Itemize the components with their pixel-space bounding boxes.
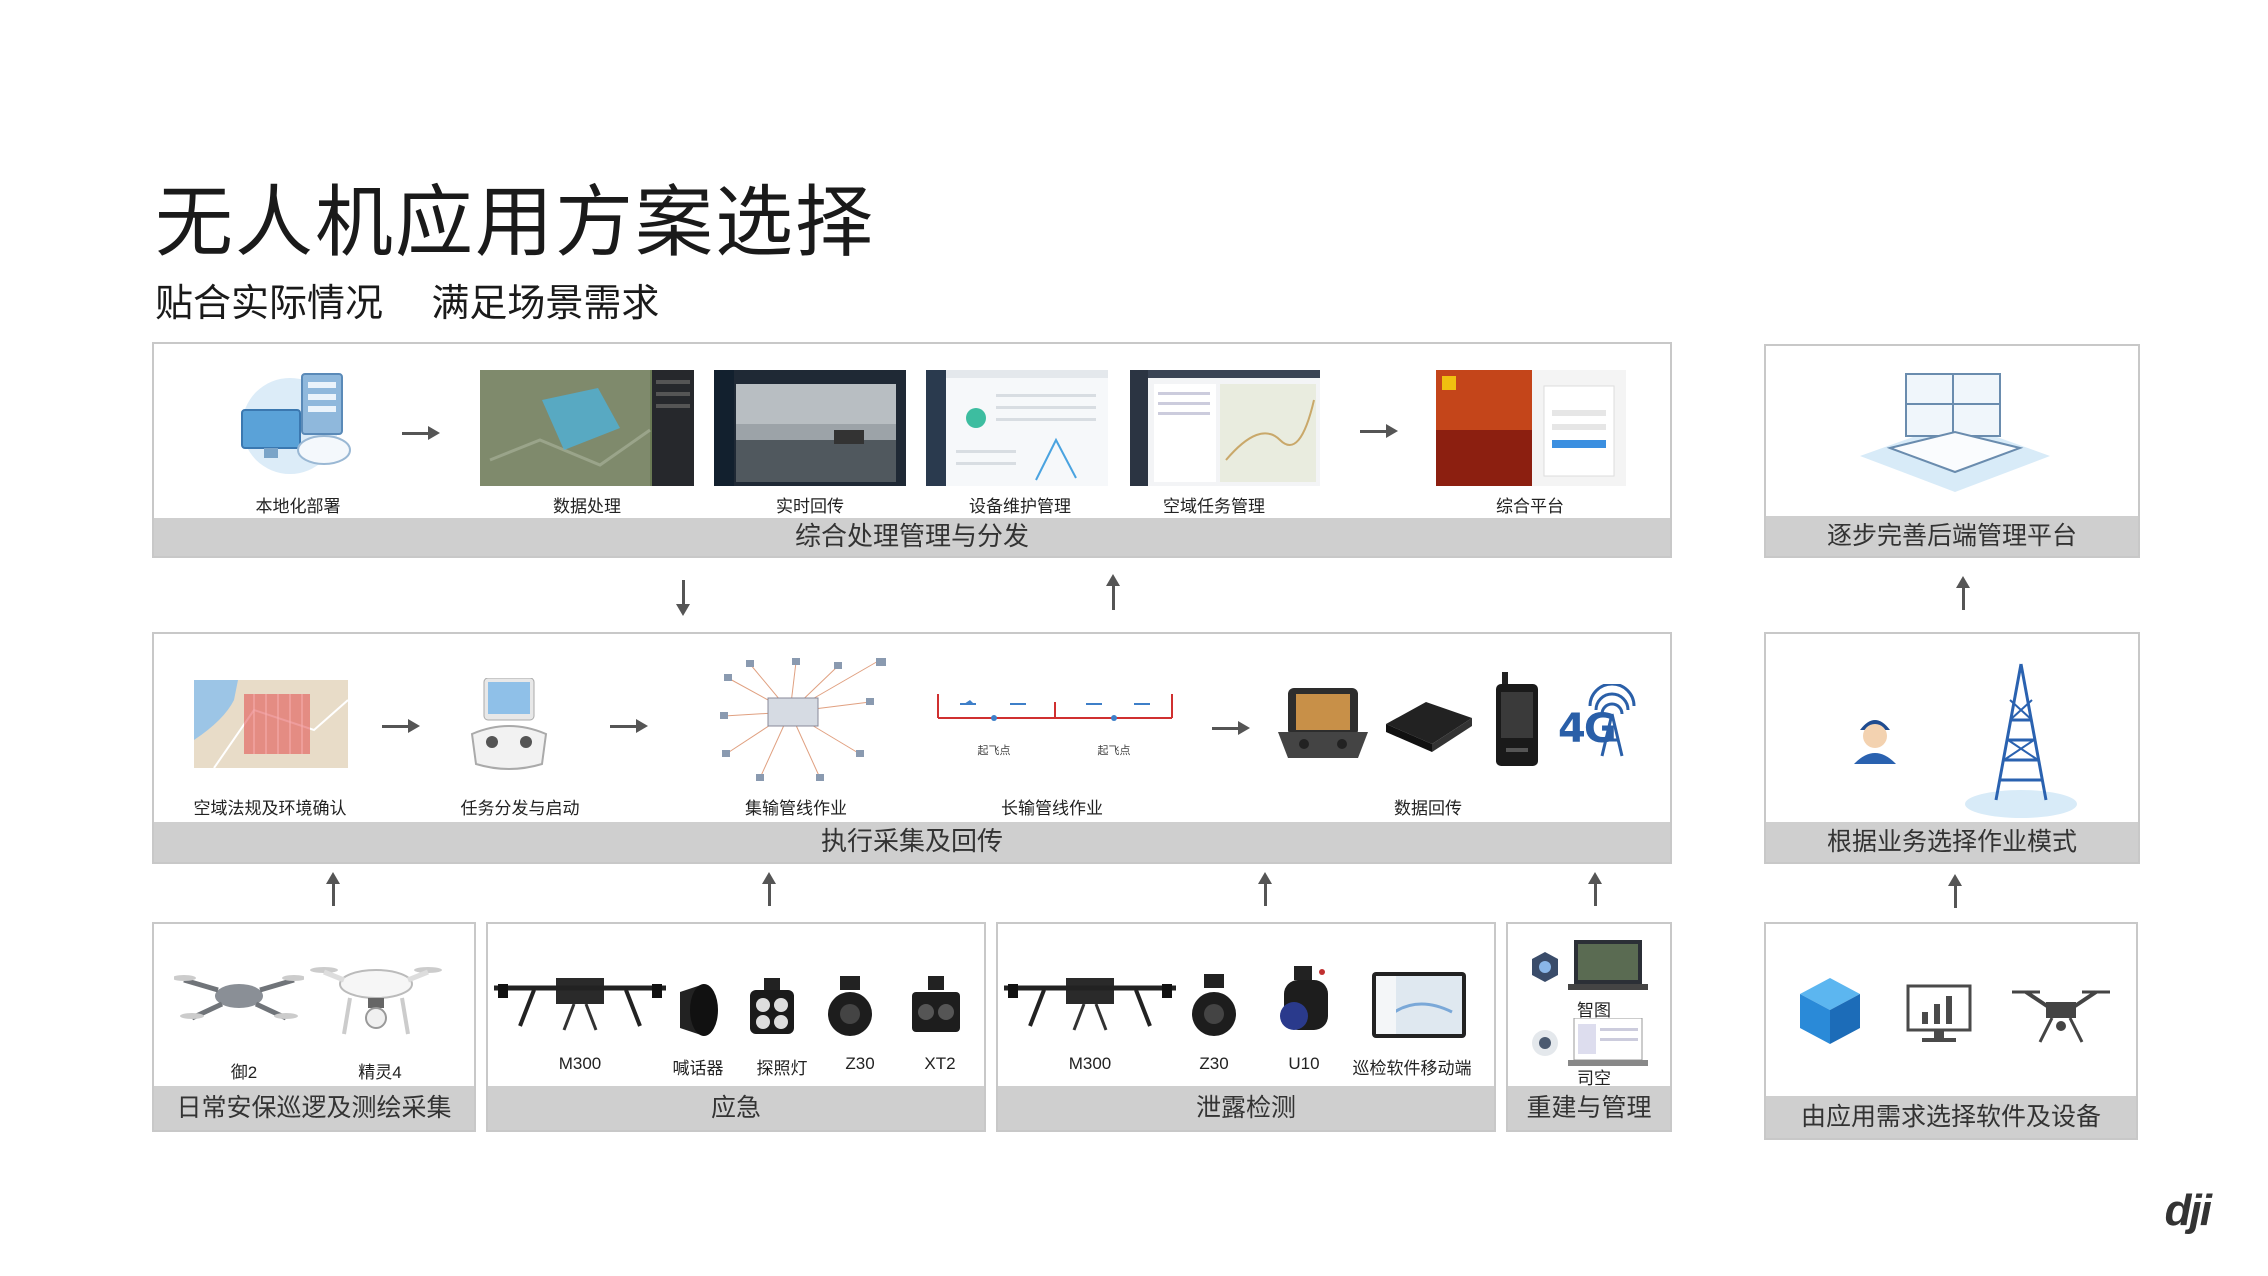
- arrow-up: [1588, 872, 1602, 906]
- arrow-right: [402, 426, 440, 440]
- right-panel-caption: 根据业务选择作业模式: [1766, 822, 2138, 862]
- mobile-inspection-app-screenshot: [1372, 972, 1466, 1038]
- searchlight-image: [748, 978, 796, 1038]
- middle-panel-caption: 执行采集及回传: [154, 822, 1670, 862]
- z30-camera-image: [1186, 974, 1242, 1038]
- item-label: Z30: [1199, 1054, 1229, 1073]
- right-panel-platform: 逐步完善后端管理平台: [1764, 344, 2140, 558]
- item-label: 空域任务管理: [1163, 497, 1265, 516]
- arrow-right: [610, 719, 648, 733]
- item-label: 综合平台: [1496, 497, 1564, 516]
- right-panel-caption: 逐步完善后端管理平台: [1766, 516, 2138, 556]
- right-panel-mode: 根据业务选择作业模式: [1764, 632, 2140, 864]
- item-label: 任务分发与启动: [460, 799, 580, 818]
- item-label: 设备维护管理: [969, 497, 1071, 516]
- smart-controller-image: [1278, 682, 1368, 762]
- middle-panel: 空域法规及环境确认 任务分发与启动: [152, 632, 1672, 864]
- dji-terra-icon: [1530, 950, 1560, 984]
- gathering-pipeline-network-diagram: [720, 658, 890, 786]
- item-label: M300: [558, 1054, 602, 1073]
- item-label: 本地化部署: [255, 497, 341, 516]
- item-label: 数据回传: [1394, 799, 1462, 818]
- device-maintenance-screenshot: [926, 370, 1108, 486]
- item-label: 御2: [230, 1063, 258, 1082]
- arrow-up: [762, 872, 776, 906]
- operator-avatar-icon: [1850, 708, 1900, 764]
- live-feed-screenshot: [714, 370, 906, 486]
- drone-icon: [2006, 982, 2116, 1046]
- item-label: 喊话器: [672, 1059, 724, 1078]
- mavic-2-drone-image: [174, 962, 304, 1032]
- item-label: 数据处理: [553, 497, 621, 516]
- bottom-panel-caption: 日常安保巡逻及测绘采集: [154, 1086, 474, 1130]
- takeoff-point-label: 起飞点: [1097, 745, 1131, 757]
- remote-controller-image: [464, 678, 554, 776]
- dji-logo: dji: [2164, 1186, 2212, 1235]
- arrow-up: [326, 872, 340, 906]
- bottom-panel-patrol: 御2 精灵4 日常安保巡逻及测绘采集: [152, 922, 476, 1132]
- right-panel-selection: 由应用需求选择软件及设备: [1764, 922, 2138, 1140]
- m300-drone-image: [1004, 966, 1176, 1036]
- item-label: 司空: [1577, 1069, 1611, 1088]
- item-label: 空域法规及环境确认: [193, 799, 347, 818]
- takeoff-point-label: 起飞点: [977, 745, 1011, 757]
- 4g-signal-icon: 4G: [1558, 684, 1642, 758]
- data-processing-map-screenshot: [480, 370, 694, 486]
- airspace-map-image: [194, 680, 348, 768]
- arrow-right: [382, 719, 420, 733]
- phantom-4-drone-image: [310, 960, 442, 1040]
- speaker-image: [674, 982, 722, 1038]
- bottom-panel-caption: 泄露检测: [998, 1086, 1494, 1130]
- signal-tower-icon: [1956, 660, 2086, 820]
- monitor-chart-icon: [1906, 984, 1972, 1044]
- flighthub-laptop-screenshot: [1568, 1018, 1648, 1068]
- bottom-panel-caption: 应急: [488, 1086, 984, 1130]
- item-label: Z30: [845, 1054, 875, 1073]
- z30-camera-image: [824, 976, 876, 1038]
- bottom-panel-emergency: M300 喊话器 探照灯 Z30 XT2 应急: [486, 922, 986, 1132]
- item-label: 智图: [1577, 1001, 1611, 1020]
- arrow-up: [1106, 574, 1120, 610]
- item-label: 集输管线作业: [745, 799, 847, 818]
- item-label: U10: [1288, 1054, 1320, 1073]
- bottom-panel-caption: 重建与管理: [1508, 1086, 1670, 1130]
- long-pipeline-diagram: [936, 694, 1174, 742]
- item-label: 探照灯: [756, 1059, 808, 1078]
- arrow-right: [1212, 721, 1250, 735]
- item-label: 长输管线作业: [1001, 799, 1103, 818]
- airspace-task-screenshot: [1130, 370, 1320, 486]
- item-label: M300: [1068, 1054, 1112, 1073]
- rugged-phone-image: [1496, 672, 1538, 766]
- arrow-right: [1360, 424, 1398, 438]
- integrated-platform-screenshot: [1436, 370, 1626, 486]
- page-title: 无人机应用方案选择: [155, 178, 876, 268]
- arrow-up: [1956, 576, 1970, 610]
- item-label: XT2: [924, 1054, 956, 1073]
- bottom-panel-reconstruction: 智图 司空 重建与管理: [1506, 922, 1672, 1132]
- bottom-panel-leak-detection: M300 Z30 U10 巡检软件移动端 泄露检测: [996, 922, 1496, 1132]
- m300-drone-image: [494, 966, 666, 1036]
- terra-laptop-screenshot: [1568, 940, 1648, 994]
- software-cube-icon: [1798, 976, 1862, 1046]
- item-label: 巡检软件移动端: [1352, 1059, 1472, 1078]
- network-label: 4G: [1558, 706, 1617, 752]
- top-panel-caption: 综合处理管理与分发: [154, 518, 1670, 556]
- item-label: 实时回传: [776, 497, 844, 516]
- transmission-box-image: [1386, 694, 1472, 754]
- arrow-up: [1948, 874, 1962, 908]
- u10-sensor-image: [1270, 966, 1336, 1038]
- xt2-camera-image: [908, 976, 964, 1038]
- arrow-down: [676, 580, 690, 616]
- server-cloud-illustration: [220, 366, 376, 474]
- item-label: 精灵4: [358, 1063, 402, 1082]
- control-console-illustration: [1850, 366, 2060, 496]
- arrow-up: [1258, 872, 1272, 906]
- page-subtitle: 贴合实际情况 满足场景需求: [155, 281, 660, 325]
- top-panel: 本地化部署 数据处理 实时回传: [152, 342, 1672, 558]
- flighthub-icon: [1530, 1028, 1560, 1058]
- right-panel-caption: 由应用需求选择软件及设备: [1766, 1096, 2136, 1138]
